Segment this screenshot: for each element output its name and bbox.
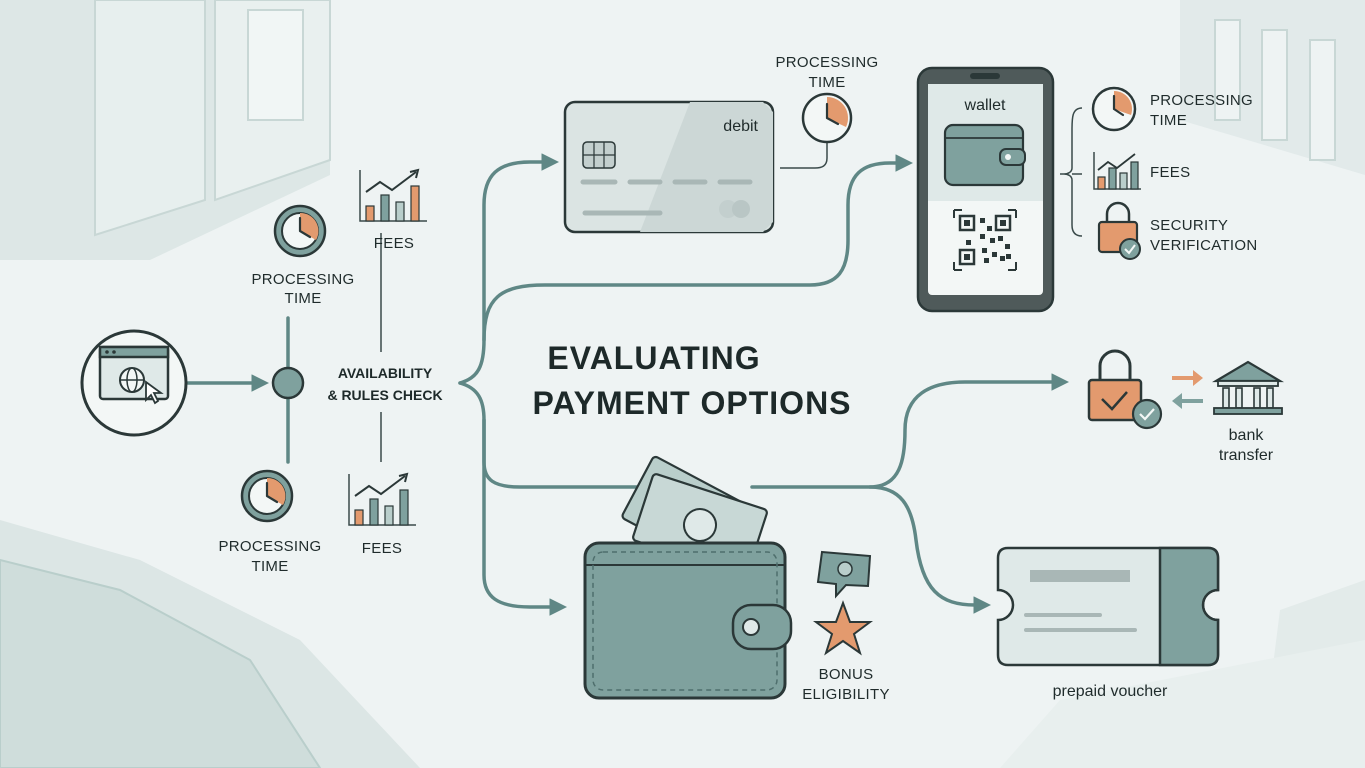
check-label-line2: & RULES CHECK bbox=[327, 387, 442, 403]
to-bank-transfer-arrow bbox=[750, 373, 1069, 489]
prepaid-voucher-label: prepaid voucher bbox=[1053, 683, 1168, 700]
to-wallet-app-arrow bbox=[482, 154, 913, 342]
cash-wallet-icon bbox=[583, 455, 793, 700]
diagram-title-line2: PAYMENT OPTIONS bbox=[532, 385, 851, 421]
clock-icon bbox=[240, 469, 294, 523]
bank-transfer-lock-icon bbox=[1087, 349, 1163, 430]
left-top-time-label-line1: PROCESSING bbox=[251, 271, 354, 288]
ticket-chat-icon bbox=[816, 550, 872, 599]
flow-lines bbox=[186, 107, 1083, 616]
wallet-time-label-line2: TIME bbox=[1150, 112, 1187, 129]
clock-icon bbox=[1091, 86, 1137, 132]
cursor-icon bbox=[145, 380, 164, 405]
debit-time-connector bbox=[780, 142, 828, 169]
check-node bbox=[271, 366, 305, 400]
bonus-label-line1: BONUS bbox=[819, 666, 874, 683]
to-cash-line bbox=[482, 418, 642, 489]
bank-building-icon bbox=[1211, 360, 1285, 415]
clock-icon bbox=[273, 204, 327, 258]
to-debit-arrow bbox=[458, 153, 559, 385]
browser-globe-icon bbox=[80, 329, 188, 437]
left-top-time-label-line2: TIME bbox=[284, 290, 321, 307]
left-bottom-time-label-line2: TIME bbox=[251, 558, 288, 575]
bank-transfer-label-line2: transfer bbox=[1219, 447, 1274, 464]
diagram-title-line1: EVALUATING bbox=[547, 340, 760, 376]
wallet-security-label-line1: SECURITY bbox=[1150, 217, 1228, 234]
wallet-label: wallet bbox=[964, 97, 1006, 114]
debit-time-label-line2: TIME bbox=[808, 74, 845, 91]
qr-code-icon bbox=[953, 209, 1017, 271]
debit-card: debit bbox=[563, 100, 775, 234]
left-top-fees-label: FEES bbox=[374, 235, 414, 252]
check-label-line1: AVAILABILITY bbox=[338, 365, 433, 381]
to-voucher-arrow bbox=[868, 485, 991, 614]
wallet-fees-label: FEES bbox=[1150, 164, 1190, 181]
wallet-security-label-line2: VERIFICATION bbox=[1150, 237, 1258, 254]
left-bottom-fees-label: FEES bbox=[362, 540, 402, 557]
star-icon bbox=[813, 600, 873, 656]
fees-chart-icon bbox=[1093, 152, 1141, 190]
fees-chart-icon bbox=[348, 472, 416, 526]
smartphone-wallet: wallet bbox=[916, 66, 1055, 313]
prepaid-voucher-icon bbox=[996, 546, 1220, 667]
clock-icon bbox=[801, 92, 853, 144]
wallet-brace bbox=[1060, 107, 1083, 237]
fees-chart-icon bbox=[359, 168, 427, 222]
left-bottom-time-label-line1: PROCESSING bbox=[218, 538, 321, 555]
debit-label: debit bbox=[723, 118, 758, 135]
transfer-arrows-icon bbox=[1172, 370, 1203, 409]
bonus-label-line2: ELIGIBILITY bbox=[802, 686, 890, 703]
bank-transfer-label-line1: bank bbox=[1229, 427, 1265, 444]
lock-check-icon bbox=[1097, 201, 1141, 260]
wallet-time-label-line1: PROCESSING bbox=[1150, 92, 1253, 109]
debit-time-label-line1: PROCESSING bbox=[775, 54, 878, 71]
to-cash-wallet-arrow bbox=[458, 381, 567, 616]
